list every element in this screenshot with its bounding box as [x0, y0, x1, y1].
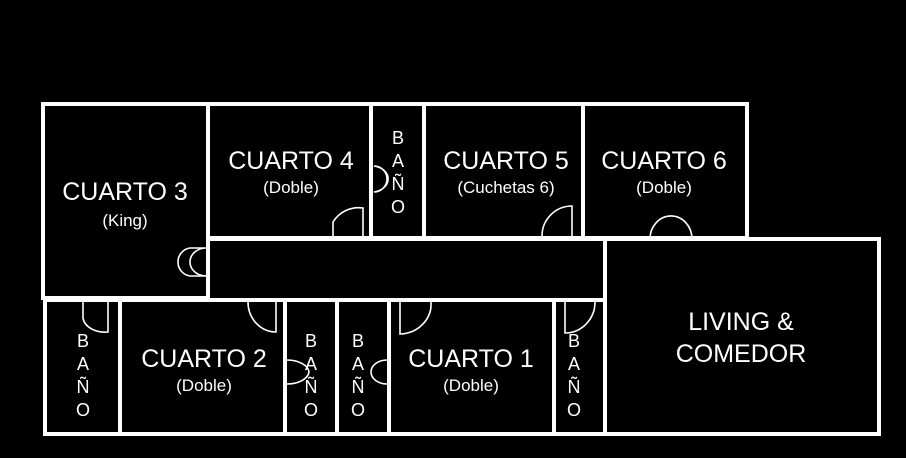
- door-cuarto-5: [541, 205, 573, 237]
- cuarto-3-type: (King): [102, 211, 147, 230]
- bano-letter: B: [568, 331, 580, 351]
- door-cuarto-1: [399, 301, 432, 335]
- door-bano-top: [373, 165, 389, 193]
- door-bano-left: [82, 302, 109, 333]
- bano-letter: A: [77, 354, 89, 374]
- door-cuarto-2: [247, 301, 277, 333]
- bano-letter: B: [392, 128, 404, 148]
- bano-letter: A: [568, 354, 580, 374]
- door-cuarto-4: [332, 206, 364, 236]
- bano-letter: B: [77, 331, 89, 351]
- cuarto-2-type: (Doble): [176, 376, 232, 395]
- cuarto-5-type: (Cuchetas 6): [457, 178, 554, 197]
- bano-right-walls: [552, 298, 607, 436]
- bathroom-labels: B A Ñ O B A Ñ O B A Ñ O B A Ñ O B A Ñ O: [76, 128, 581, 420]
- bano-letter: A: [352, 354, 364, 374]
- bano-letter: B: [352, 331, 364, 351]
- cuarto-4-name: CUARTO 4: [228, 147, 354, 175]
- door-cuarto-3: [177, 247, 207, 277]
- living-label-line2: COMEDOR: [676, 340, 807, 368]
- bano-letter: Ñ: [392, 173, 405, 194]
- bano-letter: Ñ: [352, 376, 365, 397]
- cuarto-6-type: (Doble): [636, 178, 692, 197]
- bano-top-label: B A Ñ O: [391, 128, 405, 217]
- bano-letter: O: [351, 400, 365, 420]
- cuarto-1-type: (Doble): [443, 376, 499, 395]
- room-labels: CUARTO 3 (King) CUARTO 4 (Doble) CUARTO …: [62, 147, 806, 395]
- door-bano-right: [564, 301, 596, 334]
- bano-letter: Ñ: [568, 376, 581, 397]
- bano-letter: O: [76, 400, 90, 420]
- door-cuarto-6: [649, 215, 693, 240]
- doors: [82, 165, 693, 385]
- bano-letter: O: [391, 197, 405, 217]
- door-bano-mid2: [370, 359, 388, 385]
- door-bano-mid1: [286, 359, 310, 385]
- bano-letter: O: [304, 400, 318, 420]
- cuarto-4-type: (Doble): [263, 178, 319, 197]
- bano-mid1-label: B A Ñ O: [304, 331, 318, 420]
- cuarto-2-name: CUARTO 2: [141, 345, 267, 373]
- bano-letter: Ñ: [77, 376, 90, 397]
- cuarto-5-name: CUARTO 5: [443, 147, 569, 175]
- living-label-line1: LIVING &: [688, 308, 794, 336]
- bano-right-label: B A Ñ O: [567, 331, 581, 420]
- bano-mid2-label: B A Ñ O: [351, 331, 365, 420]
- bano-letter: A: [305, 354, 317, 374]
- cuarto-3-name: CUARTO 3: [62, 178, 188, 206]
- bano-letter: Ñ: [305, 376, 318, 397]
- bano-letter: B: [305, 331, 317, 351]
- bano-left-label: B A Ñ O: [76, 331, 90, 420]
- bano-letter: A: [392, 151, 404, 171]
- cuarto-1-name: CUARTO 1: [408, 345, 534, 373]
- cuarto-6-name: CUARTO 6: [601, 147, 727, 175]
- walls: [41, 102, 881, 436]
- bano-letter: O: [567, 400, 581, 420]
